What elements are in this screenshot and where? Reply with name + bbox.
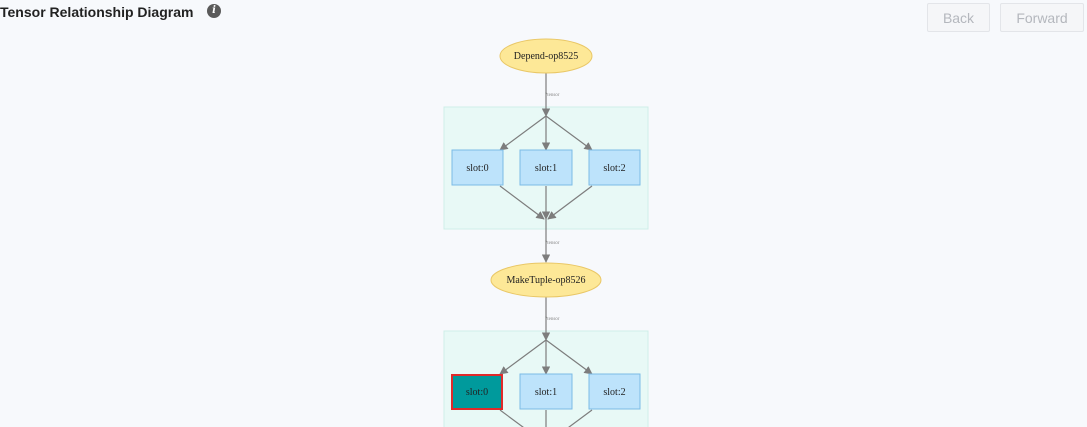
edge-label: ?tensor: [545, 317, 560, 322]
slot-label: slot:1: [535, 387, 557, 398]
info-icon[interactable]: i: [207, 4, 221, 18]
slot-node[interactable]: slot:2: [588, 373, 641, 410]
slot-label: slot:2: [603, 163, 625, 174]
edge-label: ?tensor: [545, 93, 560, 98]
op-node-maketuple[interactable]: MakeTuple-op8526: [490, 262, 602, 298]
diagram-header: Tensor Relationship Diagram i Back Forwa…: [0, 0, 1087, 40]
op-node-label: Depend-op8525: [514, 51, 578, 62]
slot-node[interactable]: slot:0: [451, 149, 504, 186]
slot-node[interactable]: slot:1: [519, 373, 573, 410]
slot-label: slot:2: [603, 387, 625, 398]
back-button[interactable]: Back: [927, 3, 990, 32]
slot-node[interactable]: slot:2: [588, 149, 641, 186]
edge-label: ?tensor: [545, 241, 560, 246]
slot-node-selected[interactable]: slot:0: [451, 374, 503, 410]
op-node-label: MakeTuple-op8526: [506, 275, 585, 286]
slot-label: slot:0: [466, 163, 488, 174]
slot-node[interactable]: slot:1: [519, 149, 573, 186]
op-node-depend[interactable]: Depend-op8525: [499, 38, 593, 74]
page-title: Tensor Relationship Diagram: [0, 4, 194, 20]
forward-button[interactable]: Forward: [1000, 3, 1084, 32]
edges: [499, 73, 593, 427]
slot-label: slot:1: [535, 163, 557, 174]
slot-label: slot:0: [466, 387, 488, 398]
